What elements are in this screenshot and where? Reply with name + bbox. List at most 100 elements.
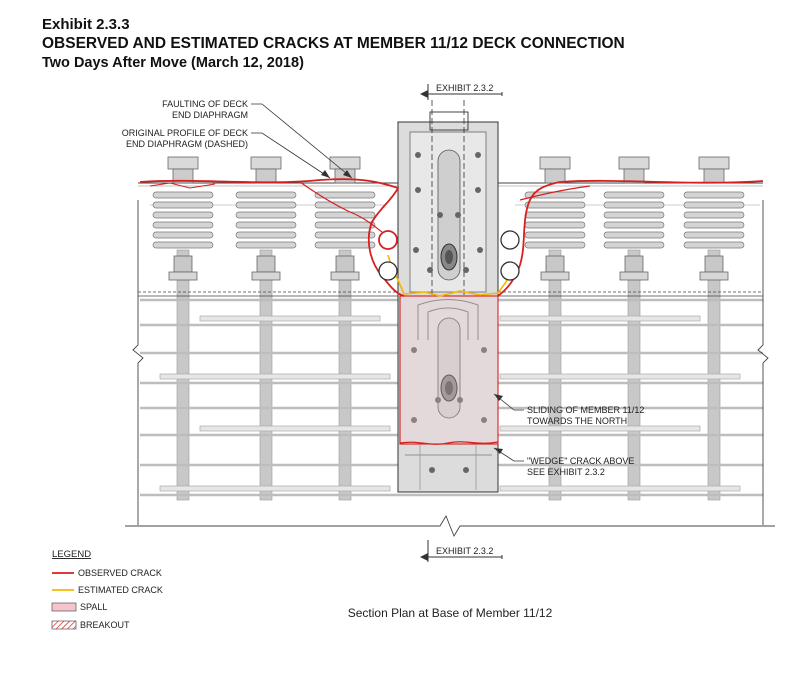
spring-base bbox=[173, 255, 193, 273]
spring-cap bbox=[539, 156, 571, 170]
leader-wedge-arrow bbox=[494, 448, 503, 454]
anchor-bolt bbox=[411, 417, 417, 423]
anchor-bolt bbox=[475, 187, 481, 193]
spring-cap bbox=[167, 156, 199, 170]
spring-nut bbox=[172, 168, 194, 184]
spring-plate bbox=[330, 271, 360, 281]
leader-faulting-arrow bbox=[343, 170, 352, 178]
spring-coil bbox=[314, 231, 376, 239]
spring-coil bbox=[235, 201, 297, 209]
leader-original bbox=[251, 132, 331, 179]
anchor-bolt bbox=[477, 247, 483, 253]
callout-faulting-1: FAULTING OF DECK bbox=[162, 99, 248, 109]
spring-nut bbox=[623, 168, 645, 184]
spring-coil bbox=[683, 201, 745, 209]
anchor-bolt bbox=[429, 467, 435, 473]
spring-assemblies bbox=[152, 156, 745, 281]
spring-base bbox=[256, 255, 276, 273]
anchor-bolt bbox=[415, 187, 421, 193]
spring-coil bbox=[235, 231, 297, 239]
spall-outline bbox=[399, 295, 499, 445]
anchor-bolt bbox=[415, 152, 421, 158]
section-arrow-top bbox=[420, 90, 428, 98]
spring-base bbox=[545, 255, 565, 273]
spring-assembly bbox=[683, 156, 745, 281]
callout-sliding-2: TOWARDS THE NORTH bbox=[527, 416, 627, 426]
anchor-bolt bbox=[475, 152, 481, 158]
spring-coil bbox=[152, 231, 214, 239]
anchor-bolt bbox=[413, 247, 419, 253]
spring-cap bbox=[618, 156, 650, 170]
callout-wedge-2: SEE EXHIBIT 2.3.2 bbox=[527, 467, 605, 477]
break-lines bbox=[125, 296, 775, 538]
spring-nut bbox=[544, 168, 566, 184]
legend-swatch-spall bbox=[51, 602, 77, 612]
spring-coil bbox=[603, 241, 665, 249]
spring-nut bbox=[703, 168, 725, 184]
spring-coil bbox=[235, 191, 297, 199]
callout-sliding-1: SLIDING OF MEMBER 11/12 bbox=[527, 405, 644, 415]
spring-coil bbox=[235, 211, 297, 219]
spring-plate bbox=[168, 271, 198, 281]
anchor-bolt bbox=[463, 467, 469, 473]
anchor-bolt bbox=[411, 347, 417, 353]
leader-faulting bbox=[251, 103, 353, 179]
spring-coil bbox=[152, 201, 214, 209]
spring-base bbox=[624, 255, 644, 273]
wedge-crack bbox=[399, 441, 499, 445]
spring-plate bbox=[619, 271, 649, 281]
spring-coil bbox=[314, 221, 376, 229]
legend-title: LEGEND bbox=[52, 549, 91, 560]
anchor-bolt bbox=[481, 347, 487, 353]
horizontal-rebar-bars bbox=[159, 315, 741, 492]
spring-coil bbox=[524, 231, 586, 239]
spring-coil bbox=[152, 191, 214, 199]
spring-coil bbox=[524, 201, 586, 209]
callout-wedge-1: "WEDGE" CRACK ABOVE bbox=[527, 456, 634, 466]
anchor-bolts bbox=[411, 152, 487, 473]
spring-coil bbox=[152, 211, 214, 219]
spring-coil bbox=[683, 241, 745, 249]
legend-swatch-breakout bbox=[51, 620, 77, 630]
spring-coil bbox=[683, 231, 745, 239]
anchor-bolt bbox=[481, 417, 487, 423]
callout-original-1: ORIGINAL PROFILE OF DECK bbox=[122, 128, 248, 138]
spring-coil bbox=[524, 241, 586, 249]
spring-coil bbox=[683, 211, 745, 219]
spring-coil bbox=[603, 211, 665, 219]
spring-cap bbox=[329, 156, 361, 170]
anchor-bolt bbox=[437, 212, 443, 218]
spring-coil bbox=[235, 221, 297, 229]
legend-breakout-label: BREAKOUT bbox=[80, 620, 130, 630]
diagram-caption: Section Plan at Base of Member 11/12 bbox=[348, 606, 553, 620]
spring-nut bbox=[255, 168, 277, 184]
member-11-12 bbox=[397, 100, 499, 493]
spring-coil bbox=[152, 241, 214, 249]
anchor-bolt bbox=[435, 397, 441, 403]
exhibit-subtitle: Two Days After Move (March 12, 2018) bbox=[42, 55, 304, 71]
spring-plate bbox=[251, 271, 281, 281]
spring-coil bbox=[603, 221, 665, 229]
spring-assembly bbox=[314, 156, 376, 281]
callout-original-2: END DIAPHRAGM (DASHED) bbox=[126, 139, 248, 149]
spring-coil bbox=[314, 211, 376, 219]
spring-base bbox=[704, 255, 724, 273]
leader-sliding bbox=[493, 393, 524, 411]
section-mark-bottom: EXHIBIT 2.3.2 bbox=[436, 546, 493, 556]
section-arrow-bottom bbox=[420, 553, 428, 561]
spring-plate bbox=[540, 271, 570, 281]
spring-coil bbox=[314, 191, 376, 199]
spring-coil bbox=[314, 241, 376, 249]
spring-assembly bbox=[524, 156, 586, 281]
spring-coil bbox=[235, 241, 297, 249]
spring-coil bbox=[683, 221, 745, 229]
legend-observed-label: OBSERVED CRACK bbox=[78, 568, 162, 578]
leader-sliding-arrow bbox=[494, 394, 503, 401]
leader-original-arrow bbox=[321, 170, 330, 178]
spring-assembly bbox=[603, 156, 665, 281]
exhibit-title: OBSERVED AND ESTIMATED CRACKS AT MEMBER … bbox=[42, 35, 625, 52]
spring-assembly bbox=[235, 156, 297, 281]
anchor-bolt bbox=[457, 397, 463, 403]
section-mark-top: EXHIBIT 2.3.2 bbox=[436, 83, 493, 93]
